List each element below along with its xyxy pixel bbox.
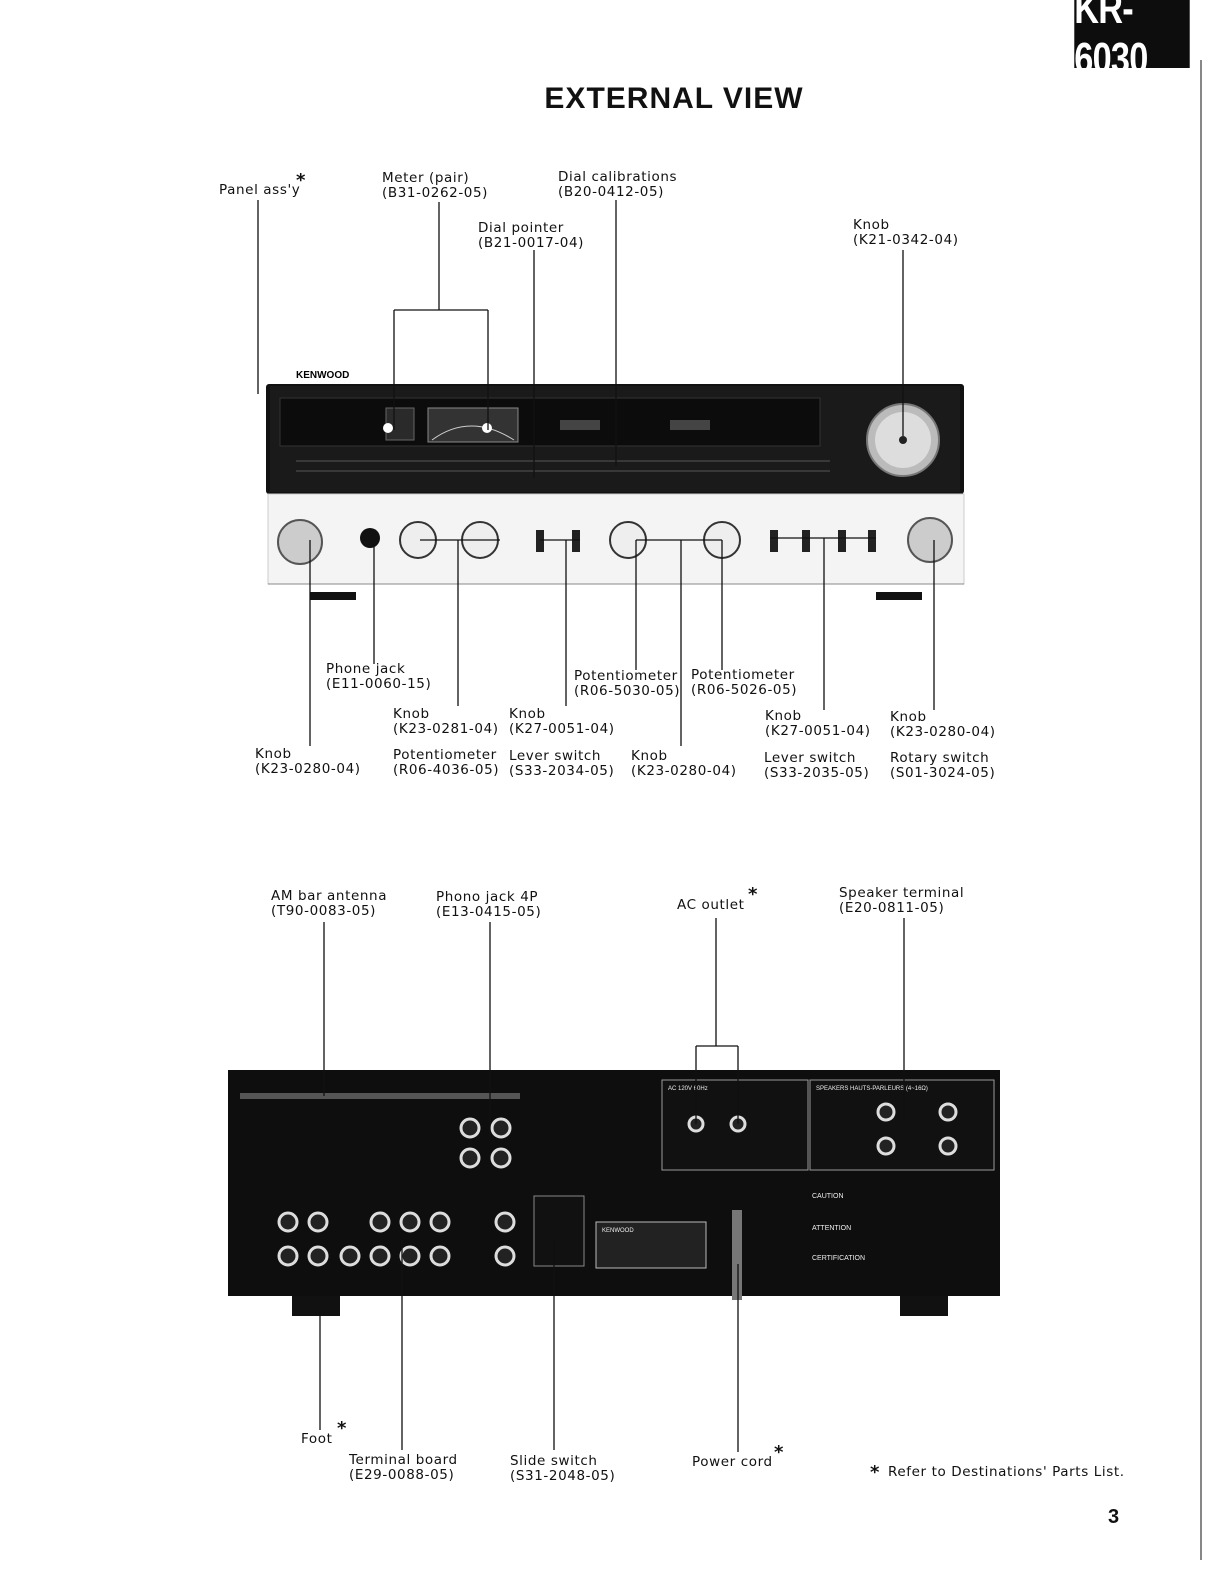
label-rotary-switch: Rotary switch(S01-3024-05) <box>890 750 996 781</box>
label-dial-pointer: Dial pointer(B21-0017-04) <box>478 220 585 251</box>
label-foot: Foot <box>301 1431 333 1447</box>
label-slide-switch: Slide switch(S31-2048-05) <box>510 1453 616 1484</box>
label-knob-selector: Knob(K23-0280-04) <box>890 709 996 740</box>
front-unit: KENWOOD <box>266 370 965 600</box>
label-potentiometer-volume: Potentiometer(R06-5026-05) <box>691 667 798 698</box>
label-phone-jack: Phone jack(E11-0060-15) <box>326 661 432 692</box>
label-dial-calibrations: Dial calibrations(B20-0412-05) <box>558 169 678 200</box>
label-speaker-terminal: Speaker terminal(E20-0811-05) <box>839 885 965 916</box>
label-knob-lever-2: Knob(K27-0051-04) <box>765 708 871 739</box>
label-potentiometer-balance: Potentiometer(R06-5030-05) <box>574 668 681 699</box>
front-leader-lines <box>257 200 935 746</box>
speakers-title: SPEAKERS HAUTS-PARLEURS (4~16Ω) <box>816 1086 928 1092</box>
label-knob-lever: Knob(K27-0051-04) <box>509 706 615 737</box>
label-power-cord: Power cord <box>692 1454 773 1470</box>
rear-leader-lines <box>319 918 905 1452</box>
certification-label: CERTIFICATION <box>812 1255 865 1262</box>
brand-mark: KENWOOD <box>296 370 349 381</box>
attention-label: ATTENTION <box>812 1225 851 1232</box>
model-badge: KR-6030 <box>1074 0 1190 83</box>
label-lever-switch-1: Lever switch(S33-2034-05) <box>509 748 615 779</box>
label-meter: Meter (pair)(B31-0262-05) <box>382 170 489 201</box>
label-am-bar-antenna: AM bar antenna(T90-0083-05) <box>271 888 388 919</box>
star-foot: * <box>337 1418 347 1439</box>
ac-title: AC 120V 60Hz <box>668 1086 708 1092</box>
label-knob-power: Knob(K23-0280-04) <box>255 746 361 777</box>
footnote: * Refer to Destinations' Parts List. <box>870 1462 1125 1483</box>
rear-unit: KENWOOD AC 120V 60Hz SPEAKERS HAUTS-PARL… <box>228 1070 1000 1316</box>
star-panel: * <box>296 170 306 191</box>
label-knob-volume: Knob(K23-0280-04) <box>631 748 737 779</box>
page-edge <box>1200 60 1202 1560</box>
star-ac-outlet: * <box>748 884 758 905</box>
label-ac-outlet: AC outlet <box>677 897 745 913</box>
page-title: EXTERNAL VIEW <box>544 82 804 115</box>
label-terminal-board: Terminal board(E29-0088-05) <box>349 1452 458 1483</box>
star-power-cord: * <box>774 1442 784 1463</box>
label-phono-jack: Phono jack 4P(E13-0415-05) <box>436 889 542 920</box>
rear-brand: KENWOOD <box>602 1228 634 1234</box>
label-panel-assy: Panel ass'y <box>219 182 301 198</box>
label-knob-tone: Knob(K23-0281-04) <box>393 706 499 737</box>
label-potentiometer-tone: Potentiometer(R06-4036-05) <box>393 747 500 778</box>
footnote-star: * <box>870 1462 881 1483</box>
caution-label: CAUTION <box>812 1193 844 1200</box>
label-knob-tuning: Knob(K21-0342-04) <box>853 217 959 248</box>
label-lever-switch-2: Lever switch(S33-2035-05) <box>764 750 870 781</box>
page-number: 3 <box>1108 1506 1120 1528</box>
footnote-text: Refer to Destinations' Parts List. <box>888 1464 1125 1480</box>
